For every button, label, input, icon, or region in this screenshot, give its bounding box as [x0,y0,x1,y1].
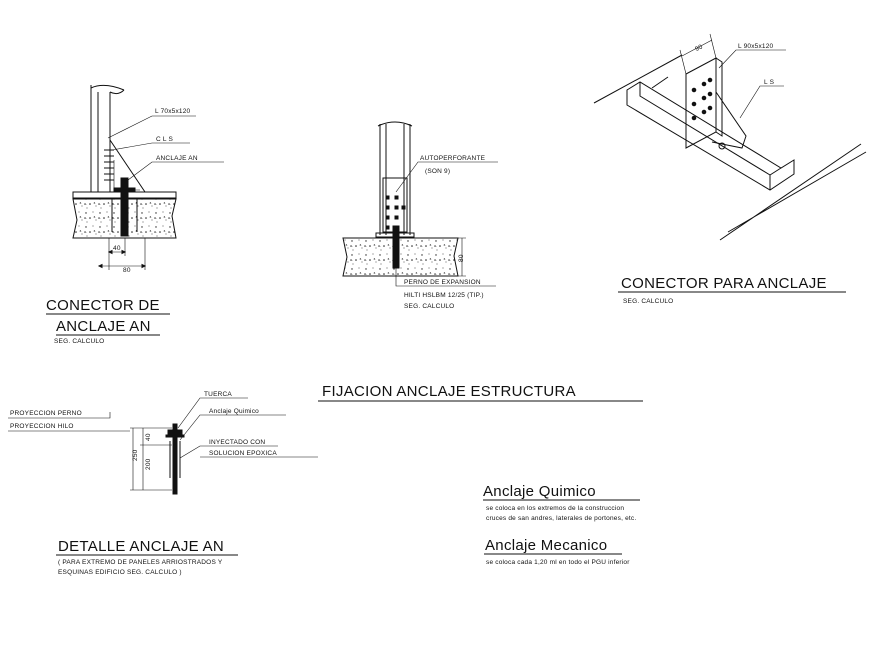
expansion-bolt [392,225,400,269]
angle-stiffener [711,91,747,149]
anchor-notes: Anclaje Quimico se coloca en los extremo… [483,483,640,566]
plate-holes [691,77,713,121]
detalle-note-line1: ( PARA EXTREMO DE PANELES ARRIOSTRADOS Y [58,559,223,566]
label-angle-90: L 90x5x120 [738,43,774,50]
label-proyeccion-perno: PROYECCION PERNO [10,410,82,417]
label-angle-70: L 70x5x120 [155,108,191,115]
anchor-rod [172,423,178,495]
note-quimico-line2: cruces de san andres, laterales de porto… [486,515,636,522]
slab-edge-top [593,54,683,104]
stud-break-line [377,121,413,127]
bolt-nut [113,187,136,193]
conector-an-subtitle: SEG. CALCULO [54,338,104,345]
fijacion-title-block: FIJACION ANCLAJE ESTRUCTURA [318,383,643,402]
detail-anclaje-an: PROYECCION PERNO PROYECCION HILO 250 40 … [8,391,318,576]
anchor-washer [165,434,185,438]
connector-plate [382,177,408,233]
label-son-9: (SON 9) [425,168,450,175]
anchor-hole [718,142,726,150]
label-anclaje-quimico-small: Anclaje Quimico [209,408,259,415]
label-ls: L S [764,79,775,86]
angle-plate-vertical [685,57,717,149]
note-quimico-title: Anclaje Quimico [483,483,596,500]
concrete-slab-2 [342,237,459,277]
detail-conector-para-anclaje: 90 L 90x5x120 L S CONECTOR PARA ANCLAJE … [593,33,867,305]
label-tuerca: TUERCA [204,391,232,398]
label-cls: C L S [156,136,173,143]
label-autoperforante: AUTOPERFORANTE [420,155,486,162]
note-mecanico-title: Anclaje Mecanico [485,537,607,554]
note-mecanico-line1: se coloca cada 1,20 ml en todo el PGU in… [486,559,630,566]
detail-conector-an: 40 80 L 70x5x120 C L S ANCLAJE AN CONECT… [46,84,224,345]
screw-marks [104,149,114,181]
conector-para-anclaje-title: CONECTOR PARA ANCLAJE [621,275,827,292]
label-hilti: HILTI HSLBM 12/25 (TIP.) [404,292,484,299]
label-perno-expansion: PERNO DE EXPANSION [404,279,481,286]
dim-40-upper: 40 [145,433,152,441]
post-break-line-2 [109,89,125,95]
anchor-bolt [120,177,129,237]
conector-an-title-line1: CONECTOR DE [46,297,160,314]
anchor-nut [167,429,183,435]
detalle-note-line2: ESQUINAS EDIFICIO SEG. CALCULO ) [58,569,182,576]
conector-an-title-line2: ANCLAJE AN [56,318,151,335]
label-inyectado: INYECTADO CON [209,439,265,446]
slab-edge-bottom [719,143,867,241]
label-solucion-epoxica: SOLUCION EPOXICA [209,450,277,457]
note-quimico-line1: se coloca en los extremos de la construc… [486,505,624,512]
pgu-channel-outer [626,81,795,191]
detail-autoperforante: 80 AUTOPERFORANTE (SON 9) PERNO DE EXPAN… [342,121,498,310]
detalle-anclaje-title: DETALLE ANCLAJE AN [58,538,224,555]
screw-pattern [385,195,406,230]
dim-40-label: 40 [113,245,121,252]
dim-250-label: 250 [132,449,139,461]
fijacion-title: FIJACION ANCLAJE ESTRUCTURA [322,383,576,400]
label-seg-calculo: SEG. CALCULO [404,303,454,310]
dim-80-depth: 80 [458,254,465,262]
dim-80-label: 80 [123,267,131,274]
label-anclaje-an: ANCLAJE AN [156,155,198,162]
stud-edges [379,124,411,235]
post-break-line [90,84,125,91]
dim-200-lower: 200 [145,458,152,470]
label-proyeccion-hilo: PROYECCION HILO [10,423,74,430]
dim-90-label: 90 [694,43,704,53]
conector-para-anclaje-subtitle: SEG. CALCULO [623,298,673,305]
